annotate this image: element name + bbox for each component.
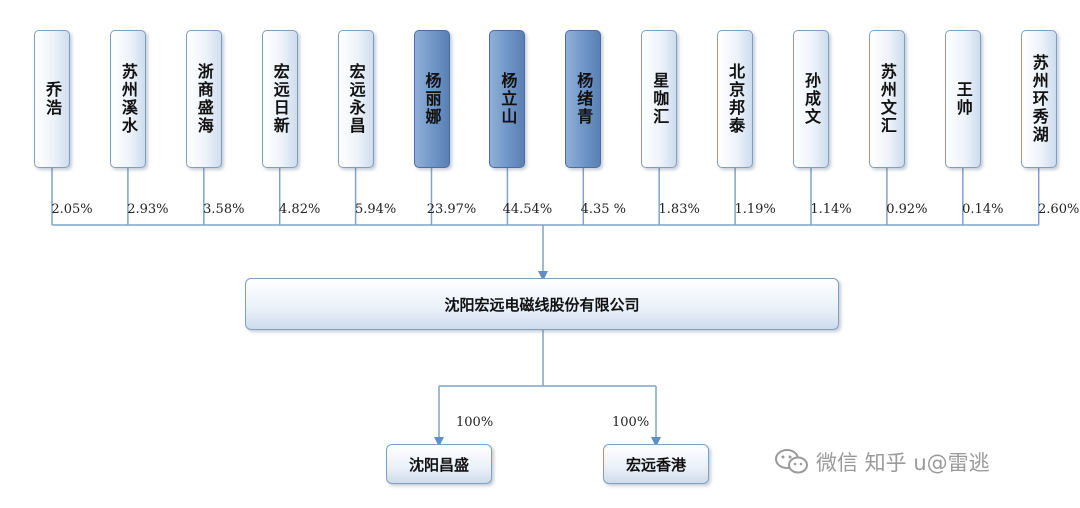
shareholder-percent: 44.54% <box>502 202 553 217</box>
shareholder-name: 苏州溪水 <box>118 63 138 135</box>
shareholder-name: 宏远永昌 <box>346 63 366 135</box>
company-name: 沈阳宏远电磁线股份有限公司 <box>444 295 640 314</box>
subsidiary-box: 沈阳昌盛 <box>386 444 492 484</box>
subsidiary-name: 宏远香港 <box>625 455 686 474</box>
watermark: 微信 知乎 u@雷逃 <box>774 444 990 480</box>
watermark-text: 微信 知乎 u@雷逃 <box>816 451 990 475</box>
shareholder-name: 杨立山 <box>498 72 518 126</box>
shareholder-name: 苏州文汇 <box>877 63 897 135</box>
shareholder-percent: 4.35 % <box>580 202 627 217</box>
main-company-box: 沈阳宏远电磁线股份有限公司 <box>245 278 839 330</box>
shareholder-percent: 1.14% <box>810 202 852 217</box>
shareholder-percent: 2.05% <box>51 202 93 217</box>
shareholder-name: 星咖汇 <box>650 72 670 126</box>
shareholder-name: 宏远日新 <box>270 63 290 135</box>
shareholder-box: 孙成文 <box>793 30 829 168</box>
shareholder-box: 宏远日新 <box>261 30 298 168</box>
shareholder-box: 苏州文汇 <box>868 30 905 168</box>
wechat-icon <box>775 449 808 474</box>
shareholder-box: 浙商盛海 <box>185 30 222 168</box>
shareholder-percent: 23.97% <box>426 202 477 217</box>
subsidiary-percent: 100% <box>612 415 650 430</box>
shareholder-name: 孙成文 <box>802 72 821 126</box>
shareholder-box: 宏远永昌 <box>337 30 374 168</box>
shareholder-box: 王帅 <box>944 30 981 168</box>
shareholder-box: 杨绪青 <box>565 30 602 168</box>
shareholder-percent: 2.93% <box>127 202 169 217</box>
shareholder-name: 苏州环秀湖 <box>1029 54 1049 144</box>
subsidiary-name: 沈阳昌盛 <box>408 455 469 474</box>
subsidiary-percent: 100% <box>456 415 494 430</box>
shareholder-name: 北京邦泰 <box>726 63 746 135</box>
shareholder-name: 王帅 <box>953 81 973 117</box>
shareholder-percent: 4.82% <box>279 202 321 217</box>
shareholder-box: 杨丽娜 <box>413 30 450 168</box>
shareholder-box: 星咖汇 <box>641 30 678 168</box>
shareholder-percent: 1.19% <box>734 202 776 217</box>
shareholder-box: 苏州溪水 <box>109 30 146 168</box>
subsidiary-box: 宏远香港 <box>603 444 709 484</box>
shareholder-name: 乔浩 <box>43 81 62 117</box>
shareholder-percent: 3.58% <box>203 202 245 217</box>
shareholder-percent: 1.83% <box>658 202 700 217</box>
shareholder-percent: 5.94% <box>354 202 397 217</box>
shareholder-box: 杨立山 <box>489 30 526 168</box>
shareholder-name: 杨绪青 <box>574 72 594 126</box>
shareholder-name: 杨丽娜 <box>422 72 442 126</box>
shareholder-percent: 0.92% <box>886 202 928 217</box>
shareholder-percent: 2.60% <box>1038 202 1080 217</box>
shareholder-percent: 0.14% <box>962 202 1004 217</box>
shareholder-box: 乔浩 <box>34 30 70 168</box>
shareholder-box: 苏州环秀湖 <box>1020 30 1057 168</box>
shareholder-name: 浙商盛海 <box>194 63 214 135</box>
shareholder-box: 北京邦泰 <box>717 30 754 168</box>
